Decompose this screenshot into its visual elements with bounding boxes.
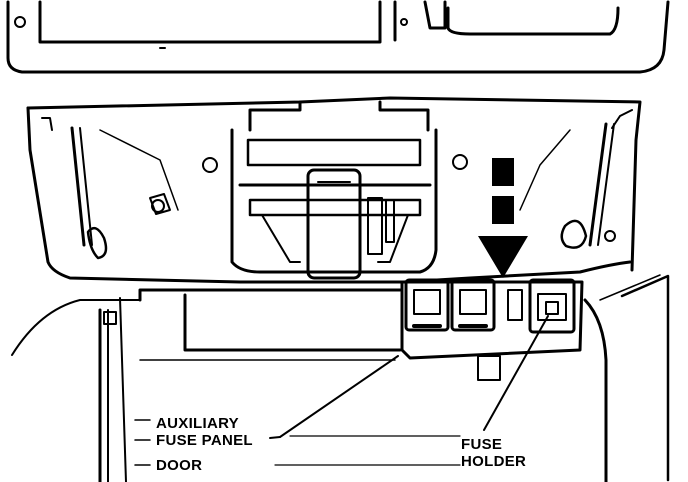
leader-fuse-holder [483, 315, 549, 431]
dashboard-shell [11, 96, 642, 356]
relay-block [450, 278, 496, 332]
glovebox-door [98, 274, 670, 482]
latch-mechanism [149, 100, 438, 280]
screw-head [14, 16, 26, 28]
label-line: FUSE PANEL [156, 432, 253, 449]
label-line: HOLDER [461, 453, 527, 470]
leader-lines [134, 315, 549, 466]
label-line: FUSE [461, 436, 503, 453]
fuse-holder-label: FUSE HOLDER [461, 436, 526, 470]
latch-handle [306, 168, 362, 280]
auxiliary-fuse-panel-label: AUXILIARY FUSE PANEL [156, 415, 253, 449]
fuse-slot [507, 289, 523, 321]
auxiliary-fuse-panel [400, 278, 584, 381]
relay-block [404, 278, 450, 332]
leader-aux-panel [279, 355, 399, 438]
screw-head [452, 154, 468, 170]
insert-arrow [478, 158, 528, 278]
upper-dashboard [6, 0, 670, 74]
label-line: AUXILIARY [156, 415, 239, 432]
screw-head [400, 18, 408, 26]
screw-head [202, 157, 218, 173]
fuse-holder [528, 278, 576, 334]
hinge-struts [70, 122, 616, 260]
door-label: DOOR [156, 457, 203, 474]
